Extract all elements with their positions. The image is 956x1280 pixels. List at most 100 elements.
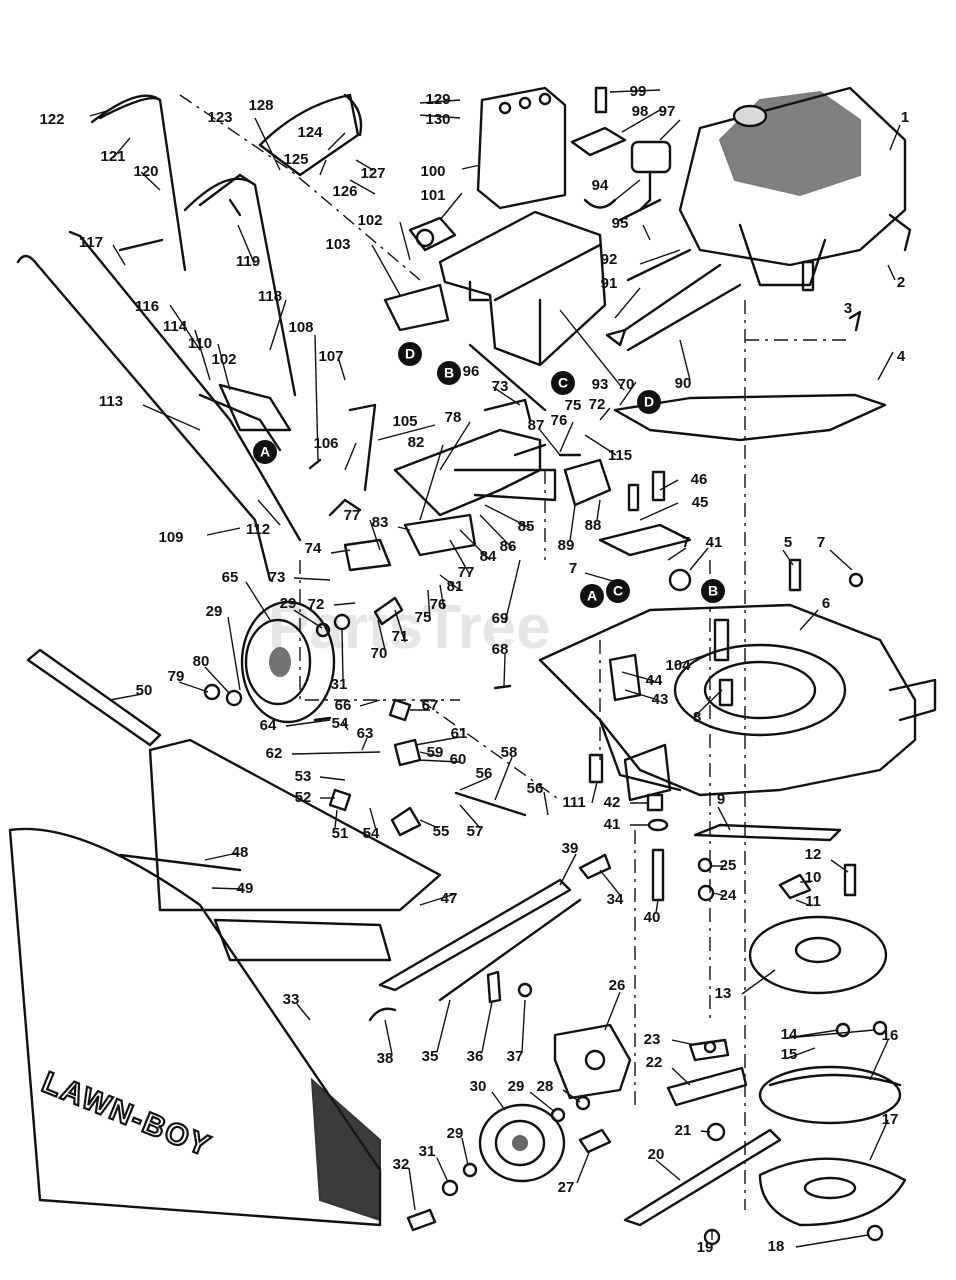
part-label-56: 56 [527, 780, 544, 797]
part-label-70: 70 [618, 376, 635, 393]
part-label-39: 39 [562, 840, 579, 857]
part-label-20: 20 [648, 1146, 665, 1163]
part-label-62: 62 [266, 745, 283, 762]
part-label-45: 45 [692, 494, 709, 511]
part-label-95: 95 [612, 215, 629, 232]
part-label-73: 73 [492, 378, 509, 395]
callout-d: D [398, 342, 422, 366]
part-label-54: 54 [363, 825, 380, 842]
part-label-122: 122 [39, 111, 64, 128]
part-label-31: 31 [419, 1143, 436, 1160]
part-label-74: 74 [305, 540, 322, 557]
part-label-64: 64 [260, 717, 277, 734]
part-label-2: 2 [897, 274, 905, 291]
part-label-43: 43 [652, 691, 669, 708]
callout-letter: B [444, 365, 454, 381]
callout-b: B [437, 361, 461, 385]
engine-assembly [678, 86, 912, 292]
part-label-78: 78 [445, 409, 462, 426]
callout-a: A [580, 584, 604, 608]
part-label-8: 8 [693, 709, 701, 726]
part-label-90: 90 [675, 375, 692, 392]
part-label-94: 94 [592, 177, 609, 194]
part-label-6: 6 [822, 595, 830, 612]
part-label-13: 13 [715, 985, 732, 1002]
part-label-96: 96 [463, 363, 480, 380]
part-label-106: 106 [313, 435, 338, 452]
part-label-38: 38 [377, 1050, 394, 1067]
part-label-26: 26 [609, 977, 626, 994]
part-label-84: 84 [480, 548, 497, 565]
part-label-72: 72 [308, 596, 325, 613]
part-label-25: 25 [720, 857, 737, 874]
callout-letter: A [587, 588, 597, 604]
callout-circle [580, 584, 604, 608]
part-label-57: 57 [467, 823, 484, 840]
part-label-36: 36 [467, 1048, 484, 1065]
callout-letter: D [405, 346, 415, 362]
leader-lines [89, 89, 901, 1248]
blade-assembly [623, 823, 907, 1246]
part-label-116: 116 [135, 298, 159, 315]
part-label-75: 75 [415, 609, 432, 626]
part-label-29: 29 [508, 1078, 525, 1095]
part-label-92: 92 [601, 251, 618, 268]
part-label-63: 63 [357, 725, 374, 742]
part-label-101: 101 [420, 187, 445, 204]
callout-letter: C [613, 583, 623, 599]
part-label-42: 42 [604, 794, 621, 811]
part-label-49: 49 [237, 880, 254, 897]
part-label-82: 82 [408, 434, 425, 451]
part-number-labels: 1234567778910111213141516171819202122232… [39, 83, 909, 1256]
part-label-114: 114 [163, 318, 188, 335]
part-label-54: 54 [332, 715, 349, 732]
part-label-4: 4 [897, 348, 906, 365]
part-label-81: 81 [447, 578, 464, 595]
part-label-56: 56 [476, 765, 493, 782]
part-label-123: 123 [207, 109, 232, 126]
control-rods [16, 230, 302, 582]
part-label-125: 125 [283, 151, 308, 168]
part-label-19: 19 [697, 1239, 714, 1256]
callout-circle [551, 371, 575, 395]
part-label-31: 31 [331, 676, 348, 693]
part-label-53: 53 [295, 768, 312, 785]
part-label-32: 32 [393, 1156, 410, 1173]
part-label-80: 80 [193, 653, 210, 670]
part-label-100: 100 [420, 163, 445, 180]
callout-a: A [253, 440, 277, 464]
part-label-1: 1 [901, 109, 909, 126]
part-label-76: 76 [430, 596, 447, 613]
part-label-104: 104 [665, 657, 691, 674]
callout-circle [437, 361, 461, 385]
part-label-35: 35 [422, 1048, 439, 1065]
part-label-93: 93 [592, 376, 609, 393]
rear-wheel [203, 596, 404, 724]
part-label-30: 30 [470, 1078, 487, 1095]
watermark: PartsTree [268, 593, 551, 662]
callout-c: C [551, 371, 575, 395]
callout-circle [398, 342, 422, 366]
part-label-61: 61 [451, 725, 468, 742]
part-label-85: 85 [518, 518, 535, 535]
part-label-111: 111 [562, 794, 585, 811]
part-label-12: 12 [805, 846, 822, 863]
part-label-41: 41 [706, 534, 723, 551]
part-label-87: 87 [528, 417, 545, 434]
part-label-72: 72 [589, 396, 606, 413]
bag-lettering: LAWN-BOY [37, 1066, 216, 1164]
assembly-dash-lines [179, 94, 850, 1210]
part-label-11: 11 [805, 893, 821, 910]
part-label-9: 9 [717, 791, 725, 808]
part-label-76: 76 [551, 412, 568, 429]
part-label-18: 18 [768, 1238, 785, 1255]
rear-shield-and-bag: LAWN-BOY [8, 648, 442, 1227]
part-label-29: 29 [280, 595, 297, 612]
part-label-118: 118 [258, 288, 282, 305]
front-wheel [406, 1023, 632, 1232]
part-label-70: 70 [371, 645, 388, 662]
part-label-33: 33 [283, 991, 300, 1008]
part-label-41: 41 [604, 816, 621, 833]
